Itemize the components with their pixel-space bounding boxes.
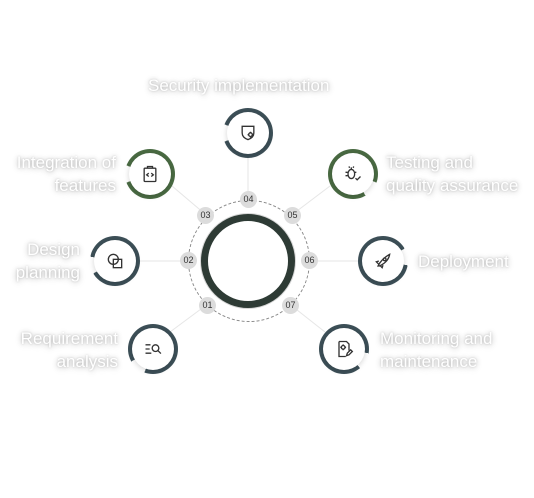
step-label-integration: Integration of features — [16, 153, 116, 195]
step-label-design: Design planning — [15, 240, 80, 282]
step-label-testing: Testing and quality assurance — [386, 153, 519, 195]
step-label-security: Security implementation — [148, 76, 330, 95]
step-number-06: 06 — [301, 252, 318, 269]
shapes-icon — [107, 253, 123, 269]
step-number-01: 01 — [199, 297, 216, 314]
step-number-07: 07 — [282, 297, 299, 314]
step-number-05: 05 — [284, 207, 301, 224]
step-number-03: 03 — [197, 207, 214, 224]
shield-gear-icon — [241, 125, 255, 141]
step-label-deployment: Deployment — [418, 252, 509, 271]
center-ring — [201, 214, 295, 308]
search-list-icon — [145, 344, 162, 355]
rocket-icon — [375, 253, 391, 269]
bug-check-icon — [345, 166, 361, 181]
step-label-monitoring: Monitoring and maintenance — [380, 329, 493, 371]
step-number-04: 04 — [240, 191, 257, 208]
document-gear-icon — [338, 340, 354, 358]
code-clipboard-icon — [143, 165, 157, 183]
step-number-02: 02 — [180, 252, 197, 269]
step-label-requirement: Requirement analysis — [20, 329, 118, 371]
